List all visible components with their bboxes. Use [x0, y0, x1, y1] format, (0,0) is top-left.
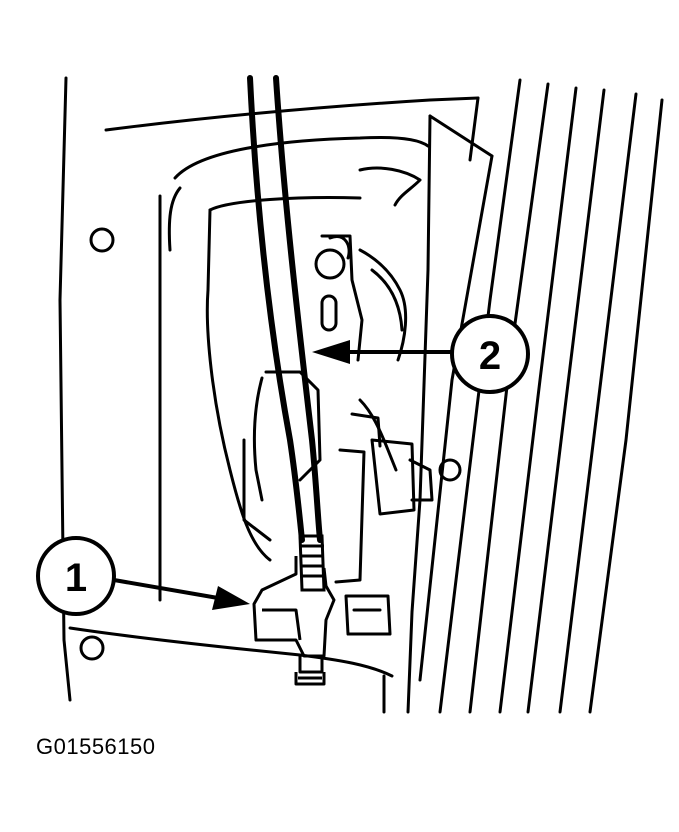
latch-cable: [247, 75, 323, 543]
callout-1: 1: [36, 536, 250, 616]
callout-1-circle: [36, 536, 116, 616]
callout-1-arrowhead: [212, 586, 250, 610]
cable-clip: [252, 556, 336, 686]
callout-2: 2: [312, 314, 530, 394]
mounting-holes: [79, 227, 115, 661]
door-edge-pillar: [406, 78, 664, 714]
callout-1-leader: [113, 578, 219, 600]
callout-2-arrowhead: [312, 340, 350, 364]
mounting-hole-upper: [89, 227, 115, 253]
callout-1-label: 1: [65, 556, 87, 600]
cable-threaded-end: [298, 534, 326, 592]
door-panel-outline: [58, 76, 480, 714]
callout-2-label: 2: [479, 334, 501, 378]
mounting-hole-lower: [79, 635, 105, 661]
figure-id-label: G01556150: [36, 734, 156, 759]
latch-recess: [158, 136, 430, 602]
